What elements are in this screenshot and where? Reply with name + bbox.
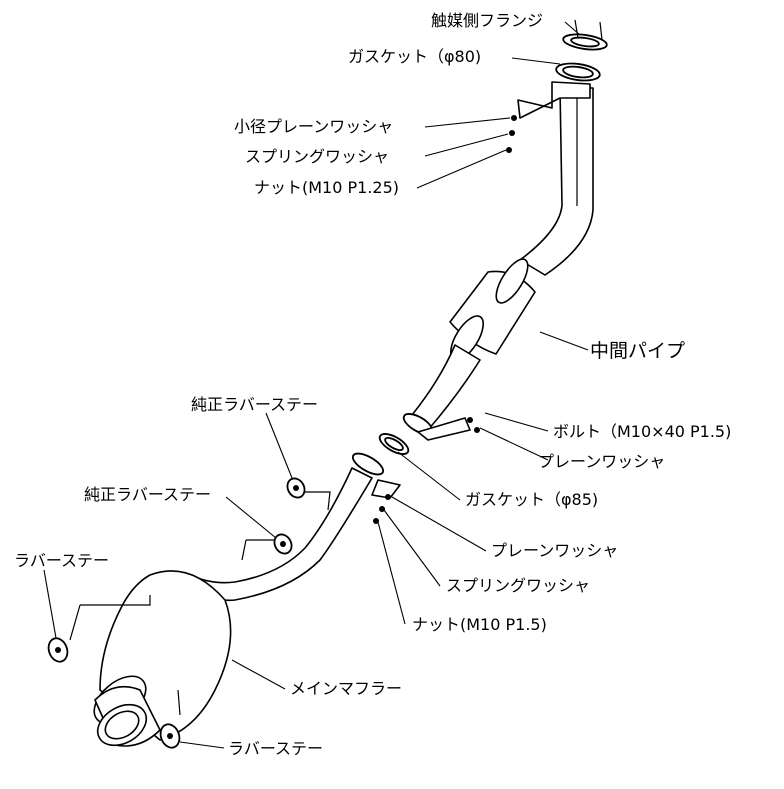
label-main-muffler: メインマフラー bbox=[290, 679, 402, 698]
front-pipe-body bbox=[519, 87, 594, 276]
label-oem-rubber-stay-1: 純正ラバーステー bbox=[191, 395, 318, 414]
label-nut-low: ナット(M10 P1.5) bbox=[412, 615, 547, 634]
label-rubber-stay-bottom: ラバーステー bbox=[228, 739, 323, 758]
rubber-stay-left-part bbox=[47, 637, 69, 663]
center-pipe bbox=[351, 258, 536, 524]
label-nut-top: ナット(M10 P1.25) bbox=[254, 178, 399, 197]
label-oem-rubber-stay-2: 純正ラバーステー bbox=[84, 485, 211, 504]
oem-rubber-stay-2-part bbox=[273, 533, 293, 555]
label-gasket-85: ガスケット（φ85) bbox=[465, 490, 598, 509]
center-flange-plate bbox=[417, 417, 471, 441]
label-rubber-stay-left: ラバーステー bbox=[14, 551, 109, 570]
leader-lines bbox=[43, 21, 589, 749]
front-flange-plate bbox=[517, 81, 591, 119]
label-spring-washer-low: スプリングワッシャ bbox=[446, 576, 590, 595]
label-plain-washer-mid: プレーンワッシャ bbox=[538, 452, 665, 471]
label-gasket-80: ガスケット（φ80) bbox=[348, 47, 481, 66]
label-bolt: ボルト（M10×40 P1.5) bbox=[553, 422, 731, 441]
rubber-stay-bottom-part bbox=[159, 723, 181, 749]
label-spring-washer-top: スプリングワッシャ bbox=[245, 147, 389, 166]
label-center-pipe: 中間パイプ bbox=[590, 340, 685, 362]
label-plain-washer-low: プレーンワッシャ bbox=[491, 541, 618, 560]
label-catalyst-flange: 触媒側フランジ bbox=[431, 11, 543, 30]
main-muffler-assembly bbox=[69, 467, 373, 747]
front-pipe bbox=[506, 19, 608, 276]
label-small-plain-washer: 小径プレーンワッシャ bbox=[234, 117, 393, 136]
oem-rubber-stay-1-part bbox=[286, 477, 306, 499]
